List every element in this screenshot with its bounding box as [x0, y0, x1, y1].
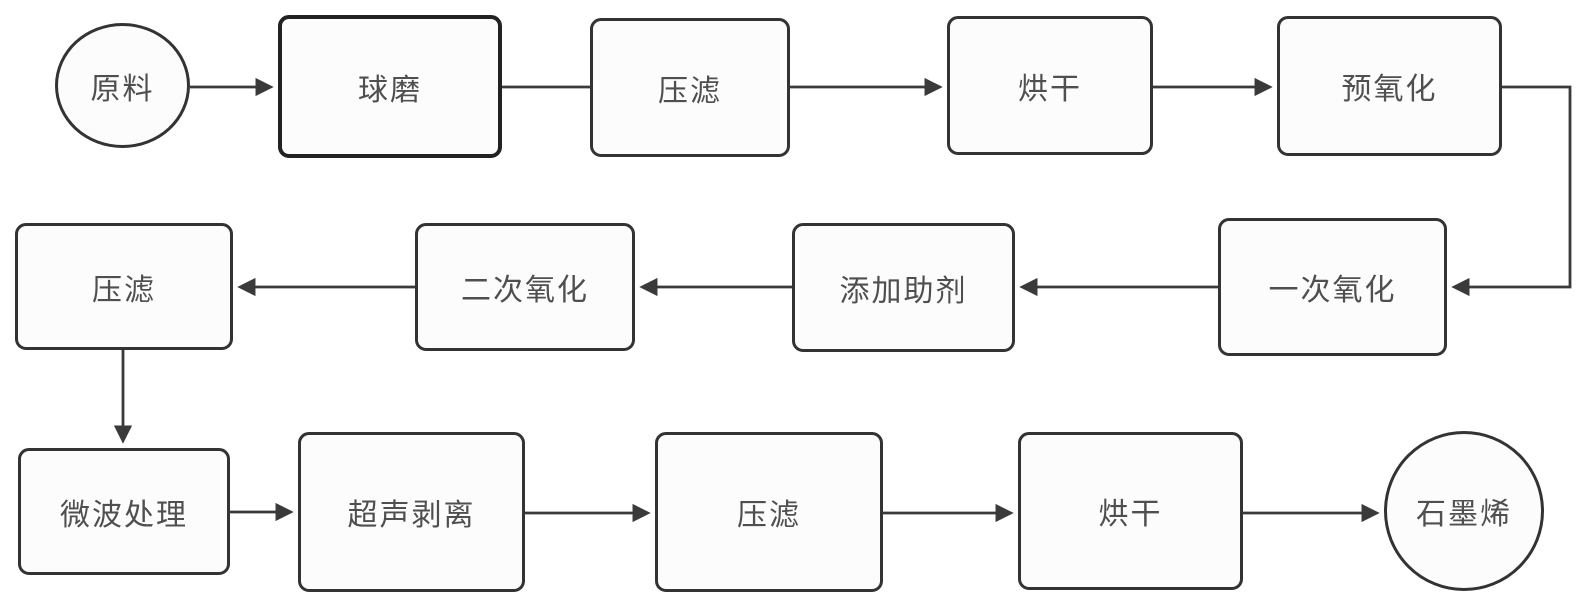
node-ultrasonic-exfoliation-label: 超声剥离 — [347, 498, 476, 533]
node-pre-oxidation-label: 预氧化 — [1341, 72, 1438, 107]
node-ball-milling: 球磨 — [278, 15, 502, 158]
node-raw-material: 原料 — [55, 23, 190, 148]
node-raw-material-label: 原料 — [90, 71, 155, 107]
edge-pre-oxidation-to-primary-oxidation — [1451, 85, 1572, 297]
node-primary-oxidation: 一次氧化 — [1218, 218, 1447, 356]
node-filter-press-2-label: 压滤 — [92, 272, 156, 308]
node-drying-1-label: 烘干 — [1018, 71, 1082, 107]
node-ultrasonic-exfoliation: 超声剥离 — [298, 432, 525, 592]
node-filter-press-3-label: 压滤 — [737, 498, 801, 533]
node-filter-press-1-label: 压滤 — [658, 73, 722, 109]
node-filter-press-2: 压滤 — [15, 223, 233, 350]
node-drying-1: 烘干 — [947, 16, 1153, 155]
node-filter-press-1: 压滤 — [590, 18, 790, 157]
node-secondary-oxidation: 二次氧化 — [415, 223, 635, 351]
node-secondary-oxidation-label: 二次氧化 — [461, 273, 589, 308]
node-drying-2: 烘干 — [1018, 432, 1243, 590]
node-pre-oxidation: 预氧化 — [1277, 16, 1502, 156]
node-drying-2-label: 烘干 — [1098, 497, 1163, 532]
node-additive-adding: 添加助剂 — [792, 223, 1015, 352]
node-graphene: 石墨烯 — [1384, 431, 1544, 591]
node-additive-adding-label: 添加助剂 — [839, 273, 968, 309]
node-filter-press-3: 压滤 — [655, 432, 883, 592]
node-graphene-label: 石墨烯 — [1416, 497, 1512, 532]
node-microwave-treatment-label: 微波处理 — [60, 497, 188, 533]
node-microwave-treatment: 微波处理 — [18, 448, 230, 575]
node-ball-milling-label: 球磨 — [358, 72, 422, 108]
node-primary-oxidation-label: 一次氧化 — [1268, 273, 1397, 308]
